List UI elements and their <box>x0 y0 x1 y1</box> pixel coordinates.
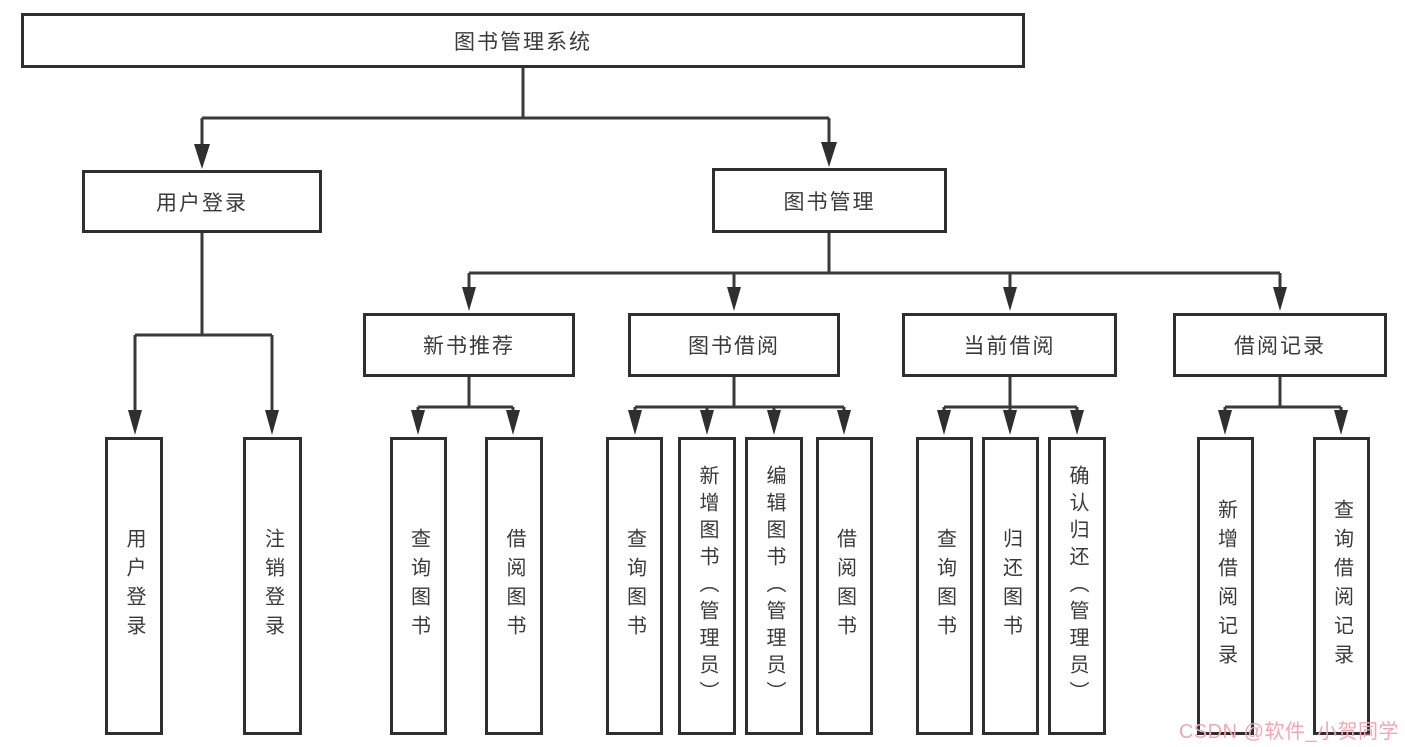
node-leaf-cb-confirm-return-admin-label: 确认归还（管理员） <box>1066 464 1088 708</box>
node-leaf-nbr-query-books-label: 查询图书 <box>407 528 430 644</box>
node-leaf-bb-add-books-admin-label: 新增图书（管理员） <box>696 464 718 708</box>
node-leaf-user-login: 用户登录 <box>105 437 163 735</box>
node-leaf-user-login-label: 用户登录 <box>123 528 145 644</box>
node-leaf-nbr-query-books: 查询图书 <box>390 437 447 735</box>
node-leaf-bb-borrow-books: 借阅图书 <box>816 437 873 735</box>
node-current-borrow-label: 当前借阅 <box>963 335 1056 358</box>
node-leaf-cb-confirm-return-admin: 确认归还（管理员） <box>1048 437 1106 735</box>
node-user-login-branch: 用户登录 <box>82 170 322 233</box>
node-leaf-logout: 注销登录 <box>243 437 302 735</box>
node-leaf-bb-edit-books-admin: 编辑图书（管理员） <box>745 437 803 735</box>
node-leaf-nbr-borrow-books: 借阅图书 <box>485 437 543 735</box>
node-leaf-nbr-borrow-books-label: 借阅图书 <box>503 528 525 644</box>
node-root-label: 图书管理系统 <box>454 30 592 54</box>
node-book-borrow-label: 图书借阅 <box>688 335 780 358</box>
node-leaf-bb-borrow-books-label: 借阅图书 <box>833 528 856 644</box>
node-borrow-records-label: 借阅记录 <box>1234 335 1326 358</box>
node-leaf-br-add-record: 新增借阅记录 <box>1197 437 1254 735</box>
node-book-mgmt-branch: 图书管理 <box>712 168 947 233</box>
node-leaf-br-query-record: 查询借阅记录 <box>1313 437 1370 735</box>
node-book-mgmt-branch-label: 图书管理 <box>783 190 876 214</box>
node-leaf-cb-query-books-label: 查询图书 <box>933 528 956 644</box>
node-leaf-bb-query-books-label: 查询图书 <box>623 528 646 644</box>
node-leaf-cb-return-books-label: 归还图书 <box>999 528 1022 644</box>
node-user-login-branch-label: 用户登录 <box>156 191 248 215</box>
node-leaf-cb-query-books: 查询图书 <box>916 437 973 735</box>
node-leaf-logout-label: 注销登录 <box>261 528 284 644</box>
node-leaf-bb-edit-books-admin-label: 编辑图书（管理员） <box>763 464 785 708</box>
node-new-book-recommend-label: 新书推荐 <box>423 335 515 358</box>
node-leaf-br-query-record-label: 查询借阅记录 <box>1330 499 1353 673</box>
node-leaf-bb-query-books: 查询图书 <box>606 437 663 735</box>
node-leaf-cb-return-books: 归还图书 <box>982 437 1039 735</box>
node-borrow-records: 借阅记录 <box>1173 313 1387 377</box>
node-new-book-recommend: 新书推荐 <box>363 313 575 377</box>
node-leaf-br-add-record-label: 新增借阅记录 <box>1214 499 1237 673</box>
node-leaf-bb-add-books-admin: 新增图书（管理员） <box>678 437 736 735</box>
node-root: 图书管理系统 <box>21 13 1025 68</box>
node-current-borrow: 当前借阅 <box>902 313 1117 377</box>
node-book-borrow: 图书借阅 <box>628 313 840 377</box>
csdn-watermark: CSDN @软件_小贺同学 <box>1178 721 1399 743</box>
